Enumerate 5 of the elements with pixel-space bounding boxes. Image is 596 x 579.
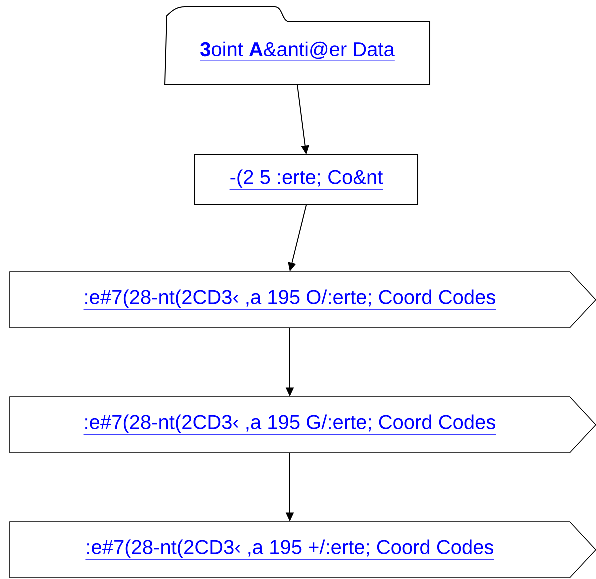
pentagon-arrow-box: :e#7(28-nt(2CD3‹ ,a 195 +/:erte; Coord Codes: [10, 522, 596, 578]
pentagon-arrow-box: :e#7(28-nt(2CD3‹ ,a 195 G/:erte; Coord Codes: [10, 396, 596, 454]
pentagon-arrow-box: :e#7(28-nt(2CD3‹ ,a 195 O/:erte; Coord Codes: [10, 272, 596, 328]
document-box: 3oint A&anti@er Data: [164, 6, 430, 86]
process-box: -(2 5 :erte; Co&nt: [194, 154, 418, 206]
